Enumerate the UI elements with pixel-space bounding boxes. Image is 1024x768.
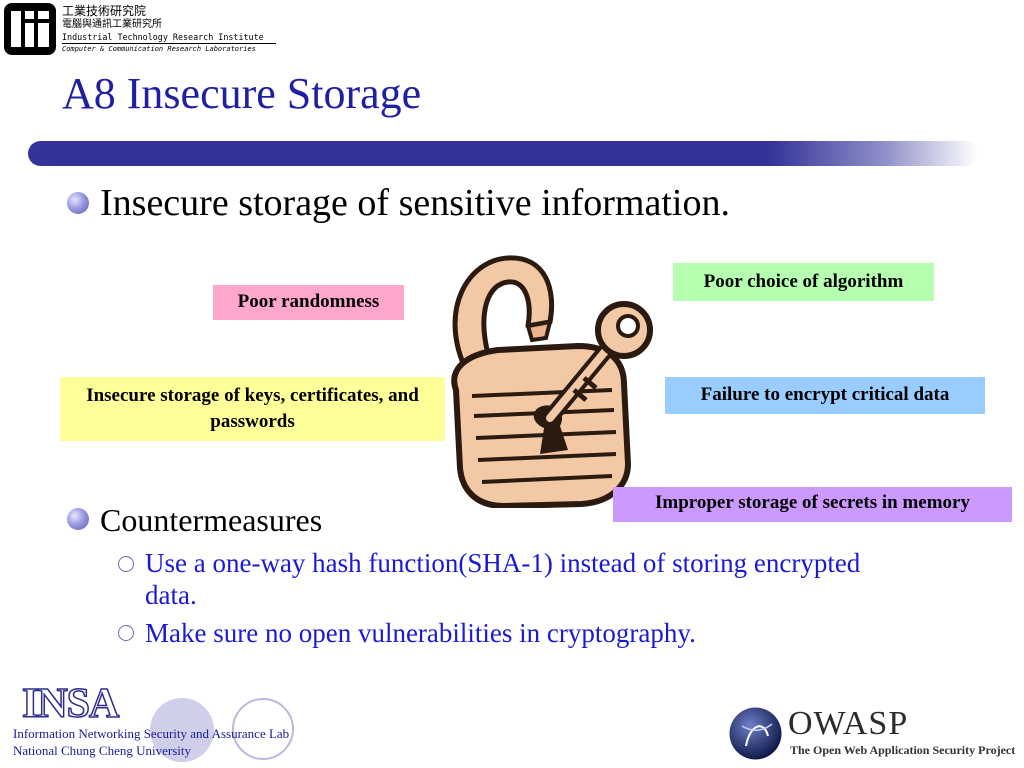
owasp-logo-text: OWASP bbox=[788, 705, 909, 742]
sub-bullet-hash: Use a one-way hash function(SHA-1) inste… bbox=[145, 548, 861, 610]
decorative-circle bbox=[232, 698, 294, 760]
tag-poor-algorithm: Poor choice of algorithm bbox=[673, 263, 934, 301]
itri-name-en: Industrial Technology Research Institute bbox=[62, 31, 276, 44]
owasp-subtitle: The Open Web Application Security Projec… bbox=[790, 743, 1016, 757]
tag-poor-randomness: Poor randomness bbox=[213, 285, 404, 320]
lab-name: Information Networking Security and Assu… bbox=[13, 726, 290, 741]
sub-bullet-crypto: Make sure no open vulnerabilities in cry… bbox=[145, 618, 696, 648]
sub-bullet-ring-icon bbox=[118, 556, 134, 572]
bullet-countermeasures: Countermeasures bbox=[100, 502, 323, 538]
title-underline-bar bbox=[28, 141, 978, 166]
itri-logo-icon bbox=[4, 3, 56, 55]
bullet-dot-icon bbox=[67, 508, 89, 530]
ccl-name-en: Computer & Communication Research Labora… bbox=[62, 45, 256, 53]
padlock-with-key-icon bbox=[451, 255, 653, 508]
sub-bullet-ring-icon bbox=[118, 625, 134, 641]
owasp-globe-icon bbox=[729, 707, 782, 760]
tag-insecure-keys: Insecure storage of keys, certificates, … bbox=[60, 377, 445, 441]
lab-info: Information Networking Security and Assu… bbox=[13, 725, 289, 759]
bullet-insecure-storage: Insecure storage of sensitive informatio… bbox=[100, 182, 730, 224]
itri-name-zh: 工業技術研究院 bbox=[62, 4, 147, 18]
insa-logo: INSA bbox=[21, 680, 120, 728]
ccl-name-zh: 電腦與通訊工業研究所 bbox=[62, 19, 162, 30]
itri-header-text: 工業技術研究院 電腦與通訊工業研究所 Industrial Technology… bbox=[62, 4, 276, 55]
university-name: National Chung Cheng University bbox=[13, 743, 192, 758]
bullet-dot-icon bbox=[67, 192, 89, 214]
slide-title: A8 Insecure Storage bbox=[62, 69, 422, 118]
decorative-circle bbox=[150, 698, 214, 762]
tag-improper-memory: Improper storage of secrets in memory bbox=[613, 487, 1012, 522]
tag-failure-encrypt: Failure to encrypt critical data bbox=[665, 377, 985, 414]
